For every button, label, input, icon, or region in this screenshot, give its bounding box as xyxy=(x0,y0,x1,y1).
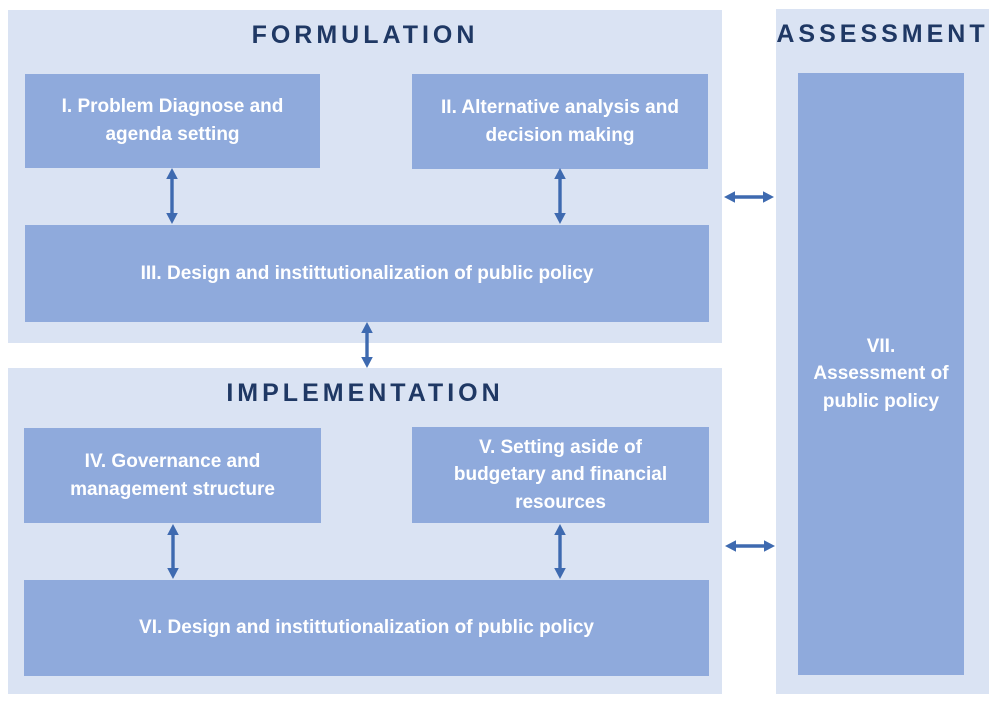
stage-box-assessment-public-policy: VII. Assessment of public policy xyxy=(798,73,964,675)
assessment-title: ASSESSMENT xyxy=(776,20,989,48)
double-arrow-vertical-icon xyxy=(551,168,569,224)
stage-box-budgetary-resources: V. Setting aside of budgetary and financ… xyxy=(412,427,709,523)
double-arrow-vertical-icon xyxy=(163,168,181,224)
double-arrow-vertical-icon xyxy=(164,524,182,579)
stage-box-design-institutionalization-formulation: III. Design and instittutionalization of… xyxy=(25,225,709,322)
double-arrow-vertical-icon xyxy=(358,322,376,368)
stage-box-governance-management: IV. Governance and management structure xyxy=(24,428,321,523)
double-arrow-horizontal-icon xyxy=(724,189,774,205)
stage-box-alternative-analysis: II. Alternative analysis and decision ma… xyxy=(412,74,708,169)
stage-box-problem-diagnose: I. Problem Diagnose and agenda setting xyxy=(25,74,320,168)
stage-box-design-institutionalization-implementation: VI. Design and instittutionalization of … xyxy=(24,580,709,676)
double-arrow-vertical-icon xyxy=(551,524,569,579)
double-arrow-horizontal-icon xyxy=(725,538,775,554)
implementation-title: IMPLEMENTATION xyxy=(226,379,504,407)
formulation-title: FORMULATION xyxy=(251,21,479,49)
